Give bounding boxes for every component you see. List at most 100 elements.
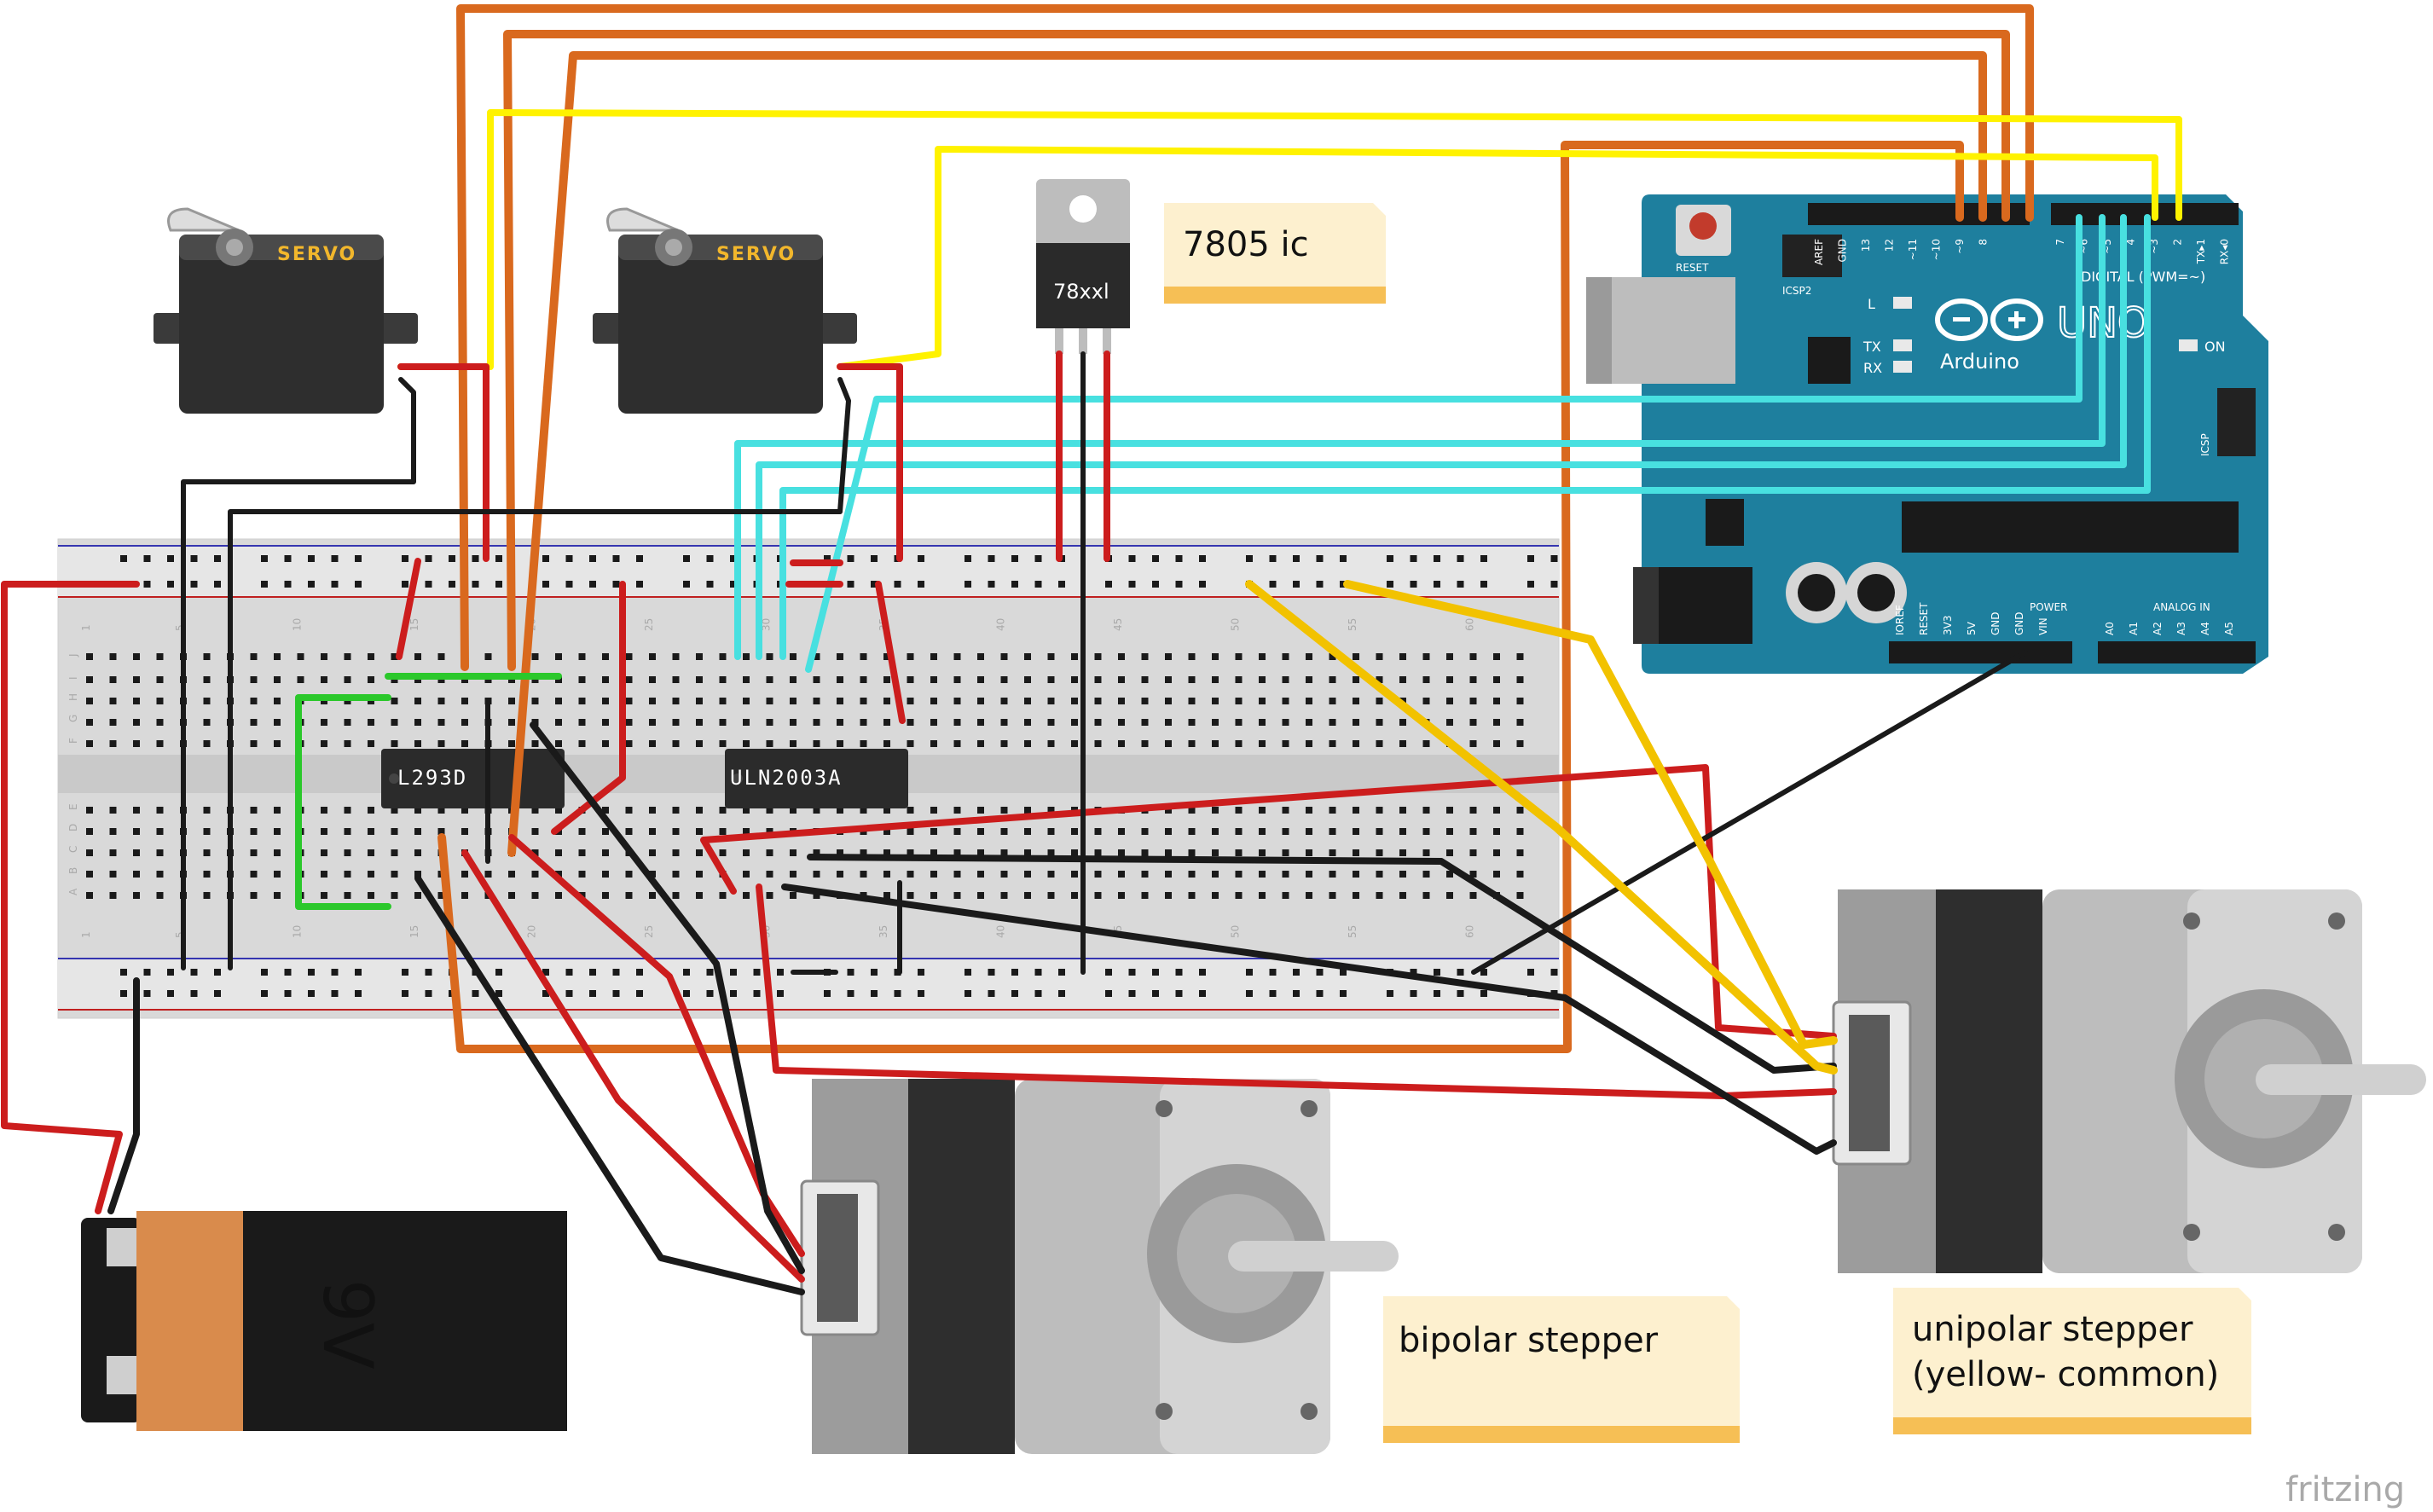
arduino-pin-label: ~3 [2148, 239, 2160, 254]
breadboard-rail-hole [612, 990, 620, 997]
breadboard-hole [672, 719, 680, 726]
breadboard-hole [1469, 871, 1477, 878]
breadboard-hole [109, 719, 117, 726]
breadboard-rail-hole [331, 969, 339, 976]
breadboard-hole [1188, 698, 1196, 704]
breadboard-hole [1282, 719, 1289, 726]
arduino-power-pin-label: RESET [1918, 602, 1930, 635]
breadboard-hole [1165, 807, 1172, 814]
wire-red-a [396, 558, 421, 660]
breadboard-rail-hole [871, 969, 878, 976]
breadboard-hole [1493, 807, 1500, 814]
breadboard-rail-hole [589, 990, 596, 997]
breadboard-rail-hole [894, 990, 901, 997]
breadboard-hole [1469, 719, 1477, 726]
breadboard-rail-hole [331, 990, 339, 997]
breadboard-hole [1188, 740, 1196, 747]
breadboard-hole [649, 849, 656, 856]
breadboard-hole [672, 653, 680, 660]
breadboard-hole [790, 653, 797, 660]
arduino-power-pin-label: GND [1990, 611, 2001, 635]
breadboard-rail-hole [683, 581, 690, 588]
note-unipolar-text-line1: unipolar stepper [1912, 1310, 2193, 1349]
breadboard-hole [1235, 871, 1243, 878]
breadboard-row-letter: A [67, 888, 79, 895]
breadboard-hole [696, 892, 703, 899]
breadboard-rail-hole [1410, 969, 1417, 976]
breadboard-hole [743, 828, 750, 835]
breadboard-hole [437, 740, 445, 747]
breadboard-hole [766, 676, 773, 683]
arduino-analog-pin-label: A5 [2223, 622, 2235, 635]
breadboard-hole [790, 892, 797, 899]
breadboard-hole [719, 719, 727, 726]
breadboard-column-number: 50 [1230, 925, 1242, 938]
breadboard-hole [1282, 871, 1289, 878]
breadboard-hole [437, 719, 445, 726]
breadboard-hole [203, 719, 211, 726]
arduino-power-pin-label: 3V3 [1942, 616, 1954, 635]
breadboard-hole [1306, 849, 1312, 856]
breadboard-hole [1141, 828, 1149, 835]
breadboard-hole [1399, 807, 1406, 814]
breadboard-rail-hole [1457, 555, 1464, 562]
breadboard-hole [883, 740, 890, 747]
breadboard-hole [531, 653, 539, 660]
breadboard-hole [743, 740, 750, 747]
breadboard-hole [1165, 828, 1172, 835]
breadboard-hole [977, 807, 984, 814]
breadboard-rail-hole [1058, 990, 1065, 997]
breadboard-hole [953, 892, 961, 899]
breadboard-rail-hole [1199, 990, 1206, 997]
breadboard-hole [883, 676, 890, 683]
breadboard-hole [953, 740, 961, 747]
breadboard-hole [555, 653, 562, 660]
breadboard-hole [1141, 676, 1149, 683]
breadboard-hole [1376, 653, 1383, 660]
breadboard-hole [1000, 828, 1008, 835]
breadboard-hole [484, 871, 492, 878]
breadboard-hole [883, 698, 890, 704]
breadboard-rail-hole [355, 990, 362, 997]
breadboard-rail-hole [190, 581, 198, 588]
breadboard-hole [625, 653, 633, 660]
wire-black-arduino-gnd [1471, 650, 2028, 975]
breadboard-hole [1071, 871, 1078, 878]
wire-black-battery [107, 977, 140, 1214]
wire-green-2 [295, 694, 391, 910]
breadboard-hole [1212, 653, 1219, 660]
wire-gold-2 [1343, 580, 1838, 1049]
breadboard-rail-hole [965, 990, 971, 997]
breadboard-hole [1376, 719, 1383, 726]
breadboard-hole [1446, 719, 1453, 726]
breadboard-rail-hole [120, 555, 127, 562]
breadboard-hole [1493, 849, 1500, 856]
breadboard-hole [414, 849, 421, 856]
breadboard-hole [133, 871, 140, 878]
breadboard-rail-hole [1434, 581, 1440, 588]
breadboard-hole [86, 892, 93, 899]
breadboard-hole [602, 871, 609, 878]
breadboard-hole [1353, 849, 1359, 856]
wire-gold-1 [1245, 580, 1838, 1075]
breadboard-hole [907, 698, 914, 704]
breadboard-column-number: 40 [995, 925, 1007, 938]
breadboard-rail-hole [308, 555, 315, 562]
breadboard-rail-hole [1152, 990, 1159, 997]
breadboard-row-letter: F [67, 738, 79, 744]
breadboard-hole [133, 676, 140, 683]
breadboard-hole [1329, 719, 1336, 726]
breadboard-hole [649, 892, 656, 899]
breadboard-hole [414, 828, 421, 835]
breadboard-hole [86, 719, 93, 726]
breadboard-hole [813, 892, 820, 899]
breadboard-hole [766, 892, 773, 899]
breadboard-hole [860, 719, 867, 726]
breadboard-hole [766, 698, 773, 704]
breadboard-hole [578, 849, 586, 856]
breadboard-rail-hole [1128, 581, 1136, 588]
breadboard-column-number: 15 [408, 618, 420, 631]
breadboard-column-number: 1 [80, 624, 92, 631]
breadboard-hole [977, 740, 984, 747]
